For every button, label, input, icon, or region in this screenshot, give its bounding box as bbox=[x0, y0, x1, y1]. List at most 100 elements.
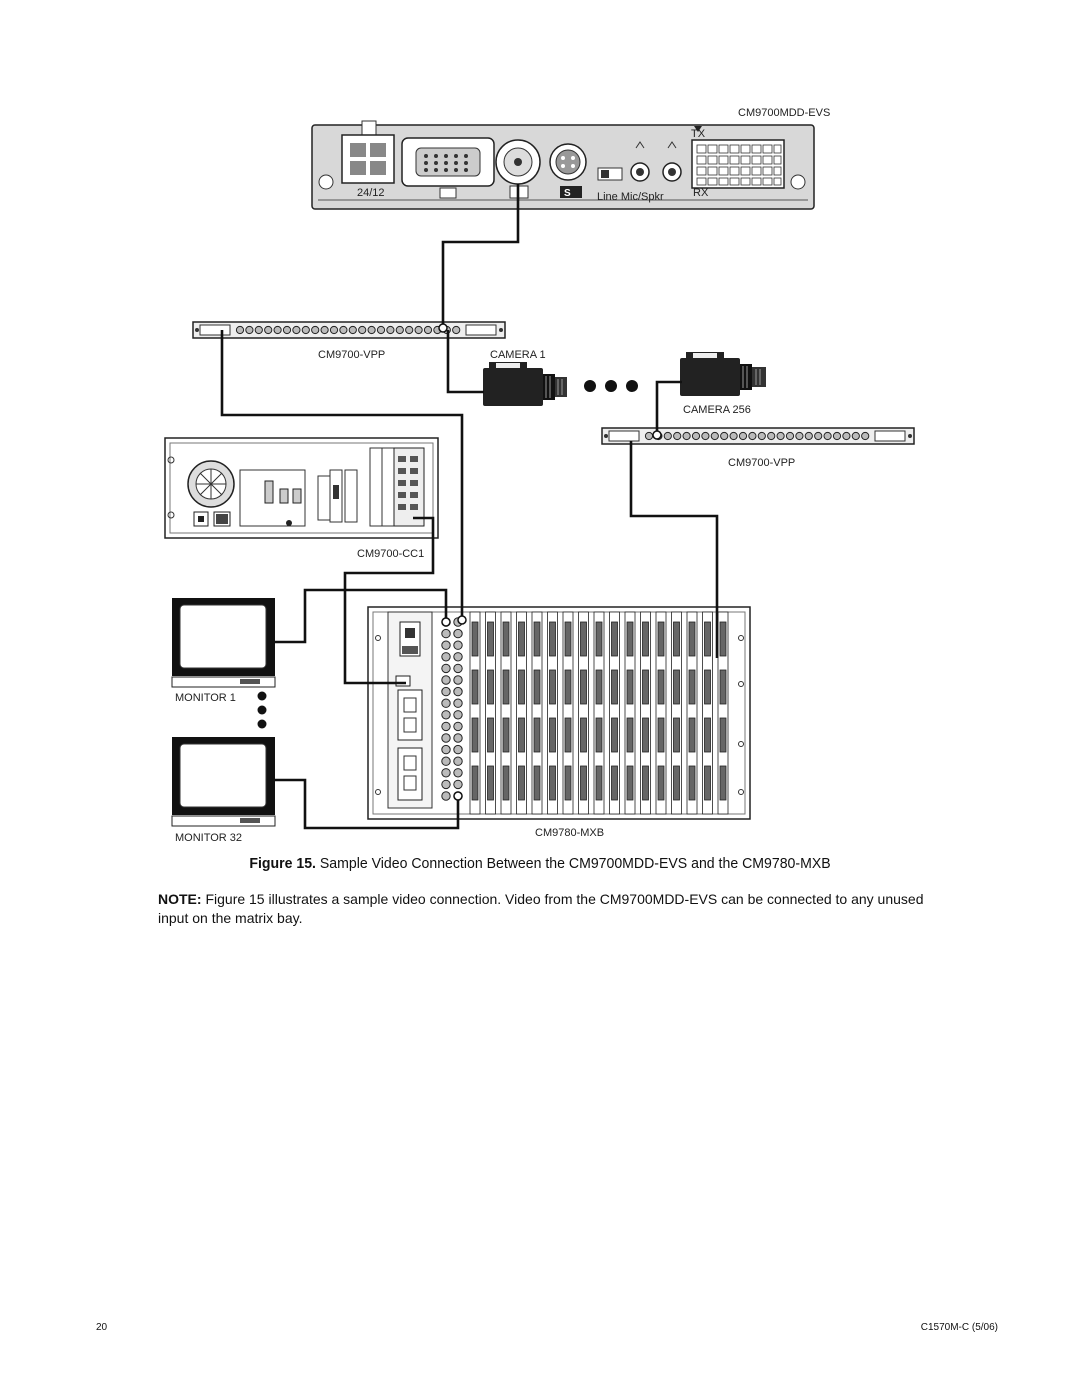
bnc-connector bbox=[453, 698, 463, 708]
bnc-connector bbox=[644, 431, 654, 441]
bnc-connector bbox=[453, 640, 463, 650]
bnc-connector bbox=[395, 325, 404, 335]
bnc-connector bbox=[804, 431, 813, 441]
note-label: NOTE: bbox=[158, 891, 202, 907]
page-number: 20 bbox=[96, 1322, 108, 1333]
bnc-connector bbox=[245, 325, 254, 335]
bnc-connector bbox=[358, 325, 367, 335]
matrix-card bbox=[547, 611, 558, 815]
bnc-connector bbox=[301, 325, 310, 335]
card-connector bbox=[719, 717, 727, 753]
bnc-connector bbox=[441, 652, 451, 662]
bnc-connector bbox=[441, 710, 451, 720]
bnc-connector bbox=[453, 733, 463, 743]
bnc-connector bbox=[842, 431, 851, 441]
card-connector bbox=[564, 765, 572, 801]
bnc-connector bbox=[282, 325, 292, 335]
bnc-connector bbox=[453, 779, 463, 790]
matrix-card bbox=[485, 611, 496, 815]
bnc-connector bbox=[767, 431, 776, 441]
bnc-connector bbox=[441, 675, 451, 685]
card-connector bbox=[719, 621, 727, 657]
bnc-connector bbox=[441, 686, 451, 697]
matrix-card bbox=[655, 611, 667, 815]
bnc-connector bbox=[861, 431, 870, 441]
card-connector bbox=[673, 717, 680, 753]
card-connector bbox=[704, 621, 711, 657]
monitor32-label: MONITOR 32 bbox=[175, 832, 242, 844]
bnc-connector bbox=[453, 686, 463, 697]
bnc-connector bbox=[663, 431, 672, 441]
card-connector bbox=[657, 621, 665, 657]
bnc-connector bbox=[441, 721, 451, 732]
bnc-connector bbox=[367, 325, 376, 335]
cable-vpp-to-mxb bbox=[220, 330, 464, 618]
bnc-connector bbox=[701, 431, 710, 441]
card-connector bbox=[471, 765, 479, 801]
card-connector bbox=[595, 669, 603, 705]
card-connector bbox=[688, 765, 696, 801]
card-connector bbox=[688, 621, 696, 657]
matrix-card bbox=[717, 611, 729, 815]
card-connector bbox=[626, 717, 634, 753]
bnc-connector bbox=[720, 431, 729, 441]
bnc-connector bbox=[441, 791, 451, 801]
figure-caption: Figure 15. Sample Video Connection Betwe… bbox=[32, 855, 1047, 872]
bnc-connector bbox=[292, 325, 301, 335]
bnc-connector bbox=[441, 628, 451, 639]
matrix-card bbox=[609, 611, 620, 815]
card-connector bbox=[595, 621, 603, 657]
matrix-card bbox=[516, 611, 527, 815]
card-connector bbox=[580, 669, 587, 705]
cc1-label: CM9700-CC1 bbox=[357, 548, 424, 560]
card-connector bbox=[719, 765, 727, 801]
card-connector bbox=[626, 621, 634, 657]
matrix-card bbox=[624, 611, 636, 815]
card-connector bbox=[642, 765, 649, 801]
card-connector bbox=[595, 717, 603, 753]
figure-caption-prefix: Figure 15. bbox=[249, 855, 316, 872]
card-connector bbox=[611, 717, 618, 753]
bnc-connector bbox=[441, 663, 451, 674]
card-connector bbox=[502, 765, 510, 801]
mxb-device bbox=[367, 606, 751, 820]
card-connector bbox=[642, 717, 649, 753]
bnc-connector bbox=[441, 744, 451, 755]
bnc-connector bbox=[441, 640, 451, 650]
card-connector bbox=[657, 717, 665, 753]
bnc-connector bbox=[691, 431, 701, 441]
bnc-connector bbox=[795, 431, 804, 441]
bnc-connector bbox=[339, 325, 348, 335]
bnc-connector bbox=[673, 431, 682, 441]
bnc-connector bbox=[453, 628, 463, 639]
bnc-connector bbox=[748, 431, 757, 441]
bnc-connector bbox=[776, 431, 785, 441]
monitor-dots bbox=[257, 691, 267, 729]
card-connector bbox=[642, 621, 649, 657]
cable-evs-to-vpp bbox=[441, 184, 520, 326]
camera-256-icon bbox=[680, 352, 766, 396]
card-connector bbox=[471, 669, 479, 705]
bnc-connector bbox=[348, 325, 357, 335]
bnc-connector bbox=[453, 675, 463, 685]
line-mic-text: Line Mic/Spkr bbox=[597, 191, 664, 203]
card-connector bbox=[611, 765, 618, 801]
vpp1-label: CM9700-VPP bbox=[318, 349, 385, 361]
bnc-connector bbox=[441, 756, 451, 766]
bnc-connector bbox=[441, 768, 451, 778]
card-connector bbox=[673, 621, 680, 657]
bnc-connector bbox=[453, 768, 463, 778]
matrix-card bbox=[640, 611, 651, 815]
document-id: C1570M-C (5/06) bbox=[920, 1322, 998, 1333]
bnc-connector bbox=[682, 431, 691, 441]
card-connector bbox=[487, 669, 494, 705]
camera256-label: CAMERA 256 bbox=[683, 404, 751, 416]
matrix-card bbox=[702, 611, 713, 815]
bnc-connector bbox=[254, 325, 263, 335]
card-connector bbox=[626, 765, 634, 801]
card-connector bbox=[580, 717, 587, 753]
bnc-connector bbox=[738, 431, 748, 441]
bnc-connector bbox=[453, 744, 463, 755]
card-connector bbox=[688, 669, 696, 705]
card-connector bbox=[673, 669, 680, 705]
